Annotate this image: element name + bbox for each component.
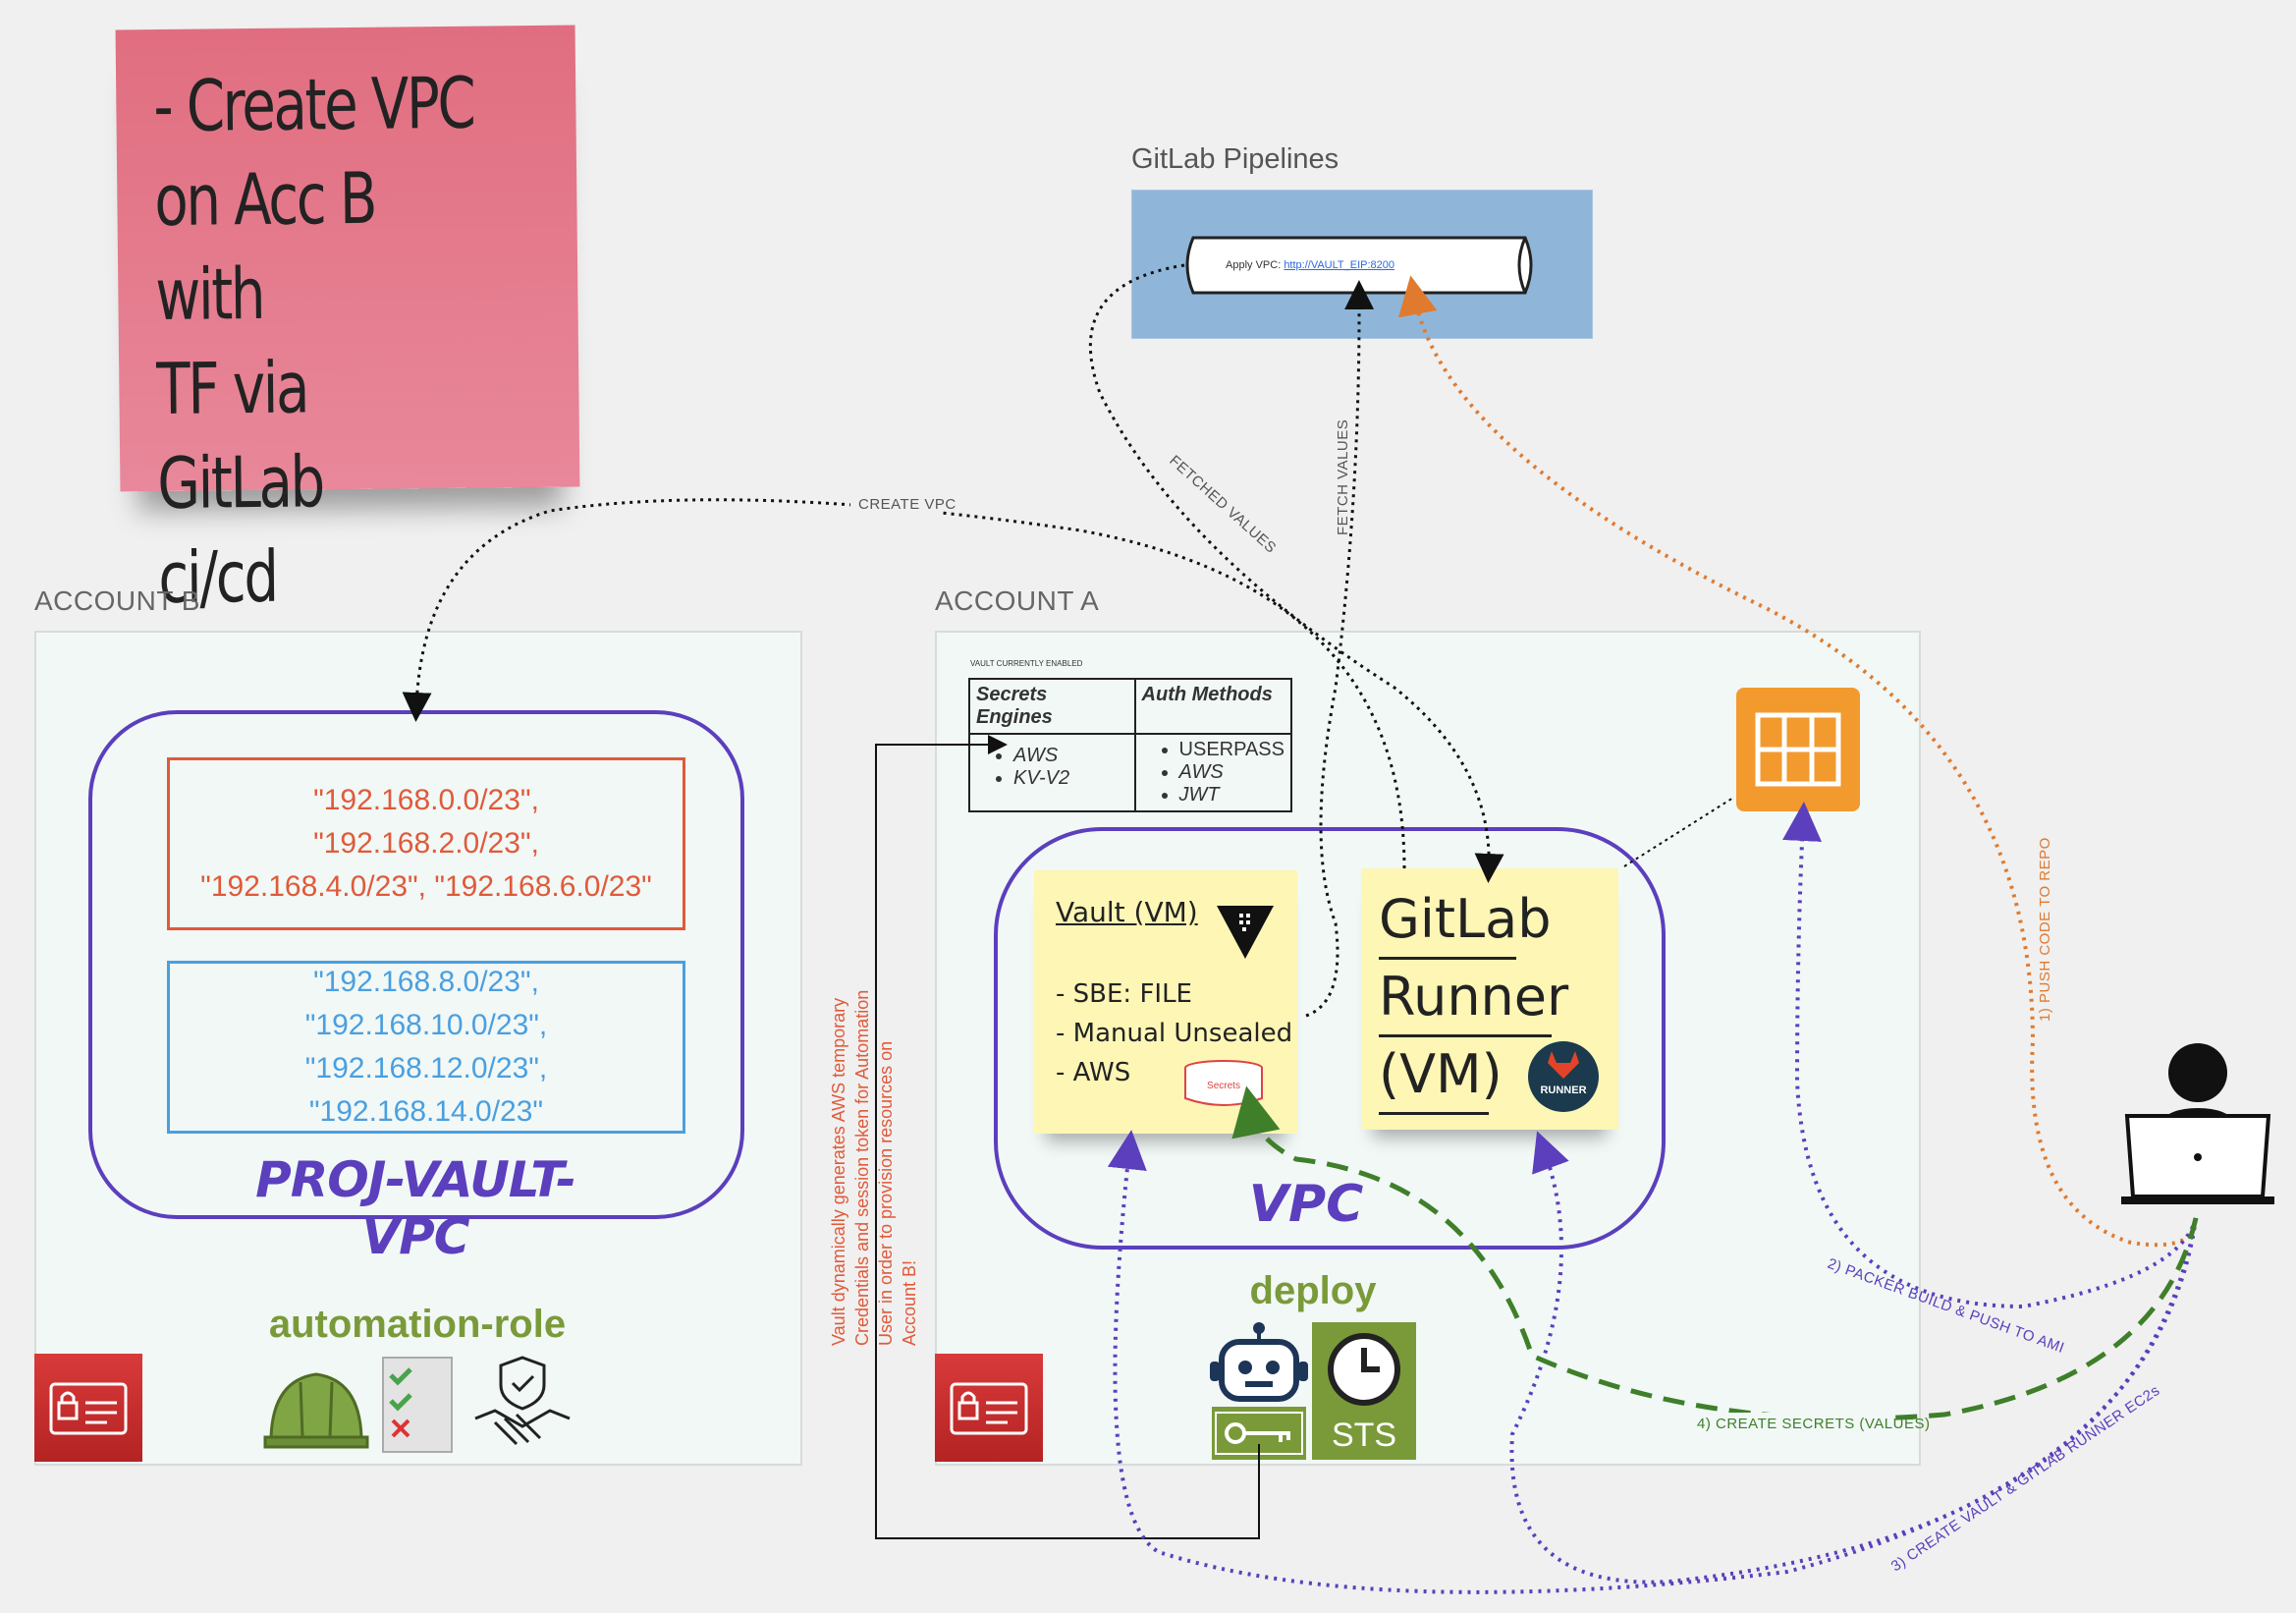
- runner-line: GitLab: [1379, 882, 1551, 960]
- grid-glyph: [1755, 712, 1841, 787]
- iam-badge-a: [935, 1354, 1043, 1462]
- sts-label: STS: [1331, 1417, 1397, 1454]
- pipe-link[interactable]: http://VAULT_EIP:8200: [1284, 259, 1395, 271]
- user-laptop-icon[interactable]: [2121, 1031, 2274, 1212]
- auth-list: USERPASS AWS JWT: [1142, 739, 1285, 806]
- label-create-vpc: CREATE VPC: [858, 496, 957, 513]
- vault-logo-icon: [1217, 906, 1274, 959]
- label-fetch-values: FETCH VALUES: [1335, 419, 1351, 535]
- key-glyph: [1215, 1412, 1303, 1455]
- lock-id-badge-icon: [950, 1382, 1028, 1435]
- sticky-note-text: - Create VPC on Acc B with TF via GitLab…: [152, 61, 474, 620]
- handshake-shield-icon: [474, 1356, 571, 1446]
- secrets-engines-header: Secrets Engines: [968, 678, 1136, 735]
- vertical-note-line: Vault dynamically generates AWS temporar…: [829, 998, 848, 1346]
- gitlab-pipelines-panel[interactable]: Apply VPC: http://VAULT_EIP:8200: [1131, 190, 1593, 339]
- runner-lines: GitLab Runner (VM): [1379, 882, 1568, 1115]
- cidr-block-blue: "192.168.8.0/23", "192.168.10.0/23", "19…: [167, 961, 685, 1134]
- vault-title: Vault (VM): [1056, 896, 1198, 928]
- engine-item: KV-V2: [1013, 767, 1128, 790]
- pipe-prefix: Apply VPC:: [1226, 259, 1285, 271]
- checklist-icon: [382, 1357, 453, 1453]
- key-icon: [1212, 1407, 1306, 1460]
- sts-icon: STS: [1312, 1322, 1416, 1460]
- deploy-label: deploy: [1249, 1269, 1377, 1312]
- vertical-note-line: User in order to provision resources on: [876, 1041, 896, 1346]
- runner-line: (VM): [1379, 1037, 1503, 1115]
- auth-item: JWT: [1179, 784, 1285, 806]
- sticky-note[interactable]: - Create VPC on Acc B with TF via GitLab…: [115, 25, 580, 619]
- gitlab-pipelines-title: GitLab Pipelines: [1131, 143, 1339, 175]
- iam-badge-b: [34, 1354, 142, 1462]
- runner-badge-label: RUNNER: [1540, 1085, 1587, 1096]
- cidr-block-red: "192.168.0.0/23", "192.168.2.0/23", "192…: [167, 757, 685, 930]
- auth-methods-header: Auth Methods: [1133, 678, 1293, 735]
- vault-caption: VAULT CURRENTLY ENABLED: [970, 659, 1083, 668]
- gitlab-runner-sticky[interactable]: GitLab Runner (VM) RUNNER: [1361, 868, 1618, 1130]
- vault-table: Secrets Engines Auth Methods AWS KV-V2 U…: [968, 678, 1293, 812]
- auth-item: AWS: [1179, 761, 1285, 784]
- account-a-label: ACCOUNT A: [935, 585, 1100, 616]
- robot-icon: [1210, 1322, 1308, 1402]
- vault-line: - SBE: FILE: [1056, 979, 1192, 1009]
- engines-list: AWS KV-V2: [976, 745, 1128, 790]
- hard-hat-icon: [263, 1372, 369, 1449]
- gitlab-fox-icon: [1548, 1051, 1579, 1079]
- vpc-label: VPC: [1248, 1175, 1364, 1234]
- vertical-note-line: Credentials and session token for Automa…: [852, 990, 872, 1346]
- label-fetched-values: FETCHED VALUES: [1166, 452, 1279, 556]
- label-create-ec2s: 3) CREATE VAULT & GITLAB RUNNER EC2s: [1888, 1382, 2163, 1575]
- vertical-note-line: Account B!: [900, 1260, 919, 1346]
- runner-line: Runner: [1379, 960, 1568, 1037]
- proj-vault-vpc-label: PROJ-VAULT-VPC: [255, 1151, 576, 1265]
- engine-item: AWS: [1013, 745, 1128, 767]
- secrets-label: Secrets: [1207, 1081, 1240, 1091]
- automation-role-label: automation-role: [268, 1303, 567, 1346]
- grid-icon[interactable]: [1736, 688, 1860, 811]
- label-push-code: 1) PUSH CODE TO REPO: [2037, 837, 2053, 1022]
- gitlab-runner-icon: RUNNER: [1528, 1041, 1599, 1112]
- account-b-label: ACCOUNT B: [34, 585, 200, 616]
- lock-id-badge-icon: [49, 1382, 128, 1435]
- clock-icon: [1328, 1333, 1400, 1406]
- pipe-label: Apply VPC: http://VAULT_EIP:8200: [1226, 259, 1394, 271]
- vertical-note: Vault dynamically generates AWS temporar…: [829, 990, 919, 1346]
- auth-item: USERPASS: [1179, 739, 1285, 761]
- vault-line: - Manual Unsealed: [1056, 1019, 1293, 1048]
- vault-sticky[interactable]: Vault (VM) - SBE: FILE - Manual Unsealed…: [1034, 870, 1297, 1134]
